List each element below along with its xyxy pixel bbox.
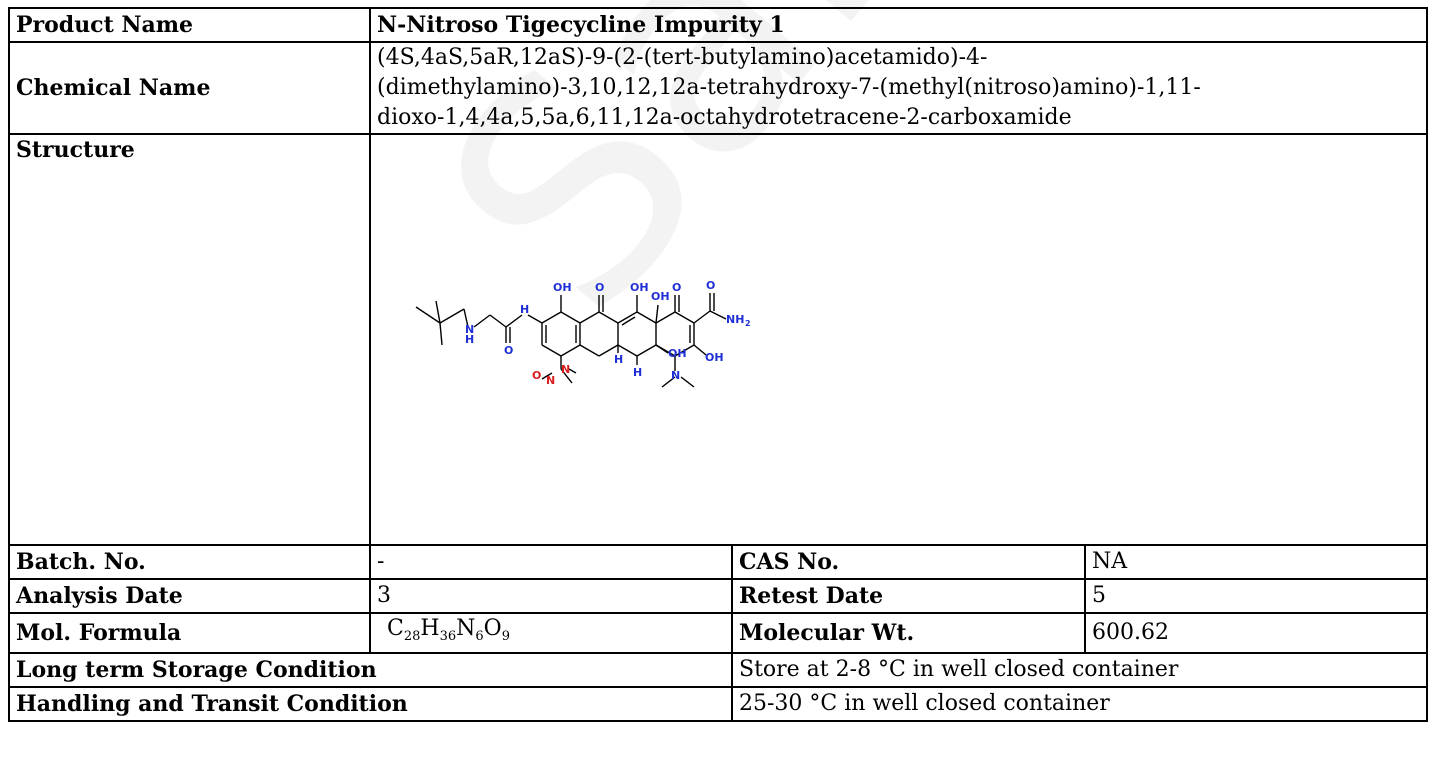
atom-label: O <box>532 369 541 382</box>
atom-label: H <box>520 303 529 316</box>
analysis-date-value: 3 <box>369 578 733 614</box>
cas-no-value: NA <box>1083 544 1429 580</box>
atom-label: N <box>671 369 680 382</box>
retest-date-value: 5 <box>1083 578 1429 614</box>
structure-label: Structure <box>8 133 371 546</box>
molecular-wt-label: Molecular Wt. <box>731 612 1086 654</box>
nitroso-group-labels: O N N <box>532 363 570 387</box>
atom-label: OH <box>705 351 724 364</box>
product-name-value: N-Nitroso Tigecycline Impurity 1 <box>368 7 1429 43</box>
storage-label: Long term Storage Condition <box>8 652 733 688</box>
batch-row: Batch. No. - CAS No. NA <box>8 544 1429 580</box>
chemical-name-label: Chemical Name <box>8 41 371 135</box>
atom-label: N <box>561 363 570 376</box>
chemical-name-row: Chemical Name (4S,4aS,5aR,12aS)-9-(2-(te… <box>8 41 1429 135</box>
product-name-label: Product Name <box>8 7 371 43</box>
chemical-name-line: (4S,4aS,5aR,12aS)-9-(2-(tert-butylamino)… <box>377 45 988 70</box>
batch-no-label: Batch. No. <box>8 544 371 580</box>
chemical-name-line: (dimethylamino)-3,10,12,12a-tetrahydroxy… <box>377 75 1201 100</box>
molecular-wt-value: 600.62 <box>1083 612 1429 654</box>
atom-label: OH <box>651 290 670 303</box>
analysis-date-label: Analysis Date <box>8 578 371 614</box>
atom-label: H <box>614 353 623 366</box>
atom-label: N <box>546 374 555 387</box>
handling-row: Handling and Transit Condition 25-30 °C … <box>8 686 1429 722</box>
mol-formula-value: C28H36N6O9 <box>369 612 733 654</box>
chemical-structure-image: OH O OH OH O O NH 2 H N H O OH OH H H N <box>415 279 751 388</box>
formula-row: Mol. Formula C28H36N6O9 Molecular Wt. 60… <box>8 612 1429 654</box>
atom-label: H <box>465 333 474 346</box>
atom-label: O <box>504 344 513 357</box>
structure-image-cell: OH O OH OH O O NH 2 H N H O OH OH H H N <box>368 133 1429 546</box>
retest-date-label: Retest Date <box>731 578 1086 614</box>
cas-no-label: CAS No. <box>731 544 1086 580</box>
date-row: Analysis Date 3 Retest Date 5 <box>8 578 1429 614</box>
atom-label: OH <box>553 281 572 294</box>
atom-label: OH <box>630 281 649 294</box>
atom-label: O <box>672 281 681 294</box>
handling-label: Handling and Transit Condition <box>8 686 733 722</box>
atom-label: NH <box>726 313 744 326</box>
chemical-name-value: (4S,4aS,5aR,12aS)-9-(2-(tert-butylamino)… <box>368 41 1429 135</box>
atom-label: N <box>465 323 474 336</box>
atom-label: 2 <box>745 319 751 328</box>
storage-value: Store at 2-8 °C in well closed container <box>730 652 1429 688</box>
atom-label: H <box>633 366 642 379</box>
chemical-name-line: dioxo-1,4,4a,5,5a,6,11,12a-octahydrotetr… <box>377 105 1072 130</box>
storage-row: Long term Storage Condition Store at 2-8… <box>8 652 1429 688</box>
structure-row: Structure <box>8 133 1429 546</box>
batch-no-value: - <box>369 544 733 580</box>
structure-atom-labels: OH O OH OH O O NH 2 H N H O OH OH H H N <box>465 279 751 382</box>
atom-label: O <box>706 279 715 292</box>
handling-value: 25-30 °C in well closed container <box>730 686 1429 722</box>
atom-label: O <box>595 281 604 294</box>
atom-label: OH <box>668 347 687 360</box>
product-name-row: Product Name N-Nitroso Tigecycline Impur… <box>8 7 1429 43</box>
mol-formula-label: Mol. Formula <box>8 612 371 654</box>
product-info-table: Product Name N-Nitroso Tigecycline Impur… <box>8 7 1429 722</box>
structure-bonds <box>415 293 727 388</box>
